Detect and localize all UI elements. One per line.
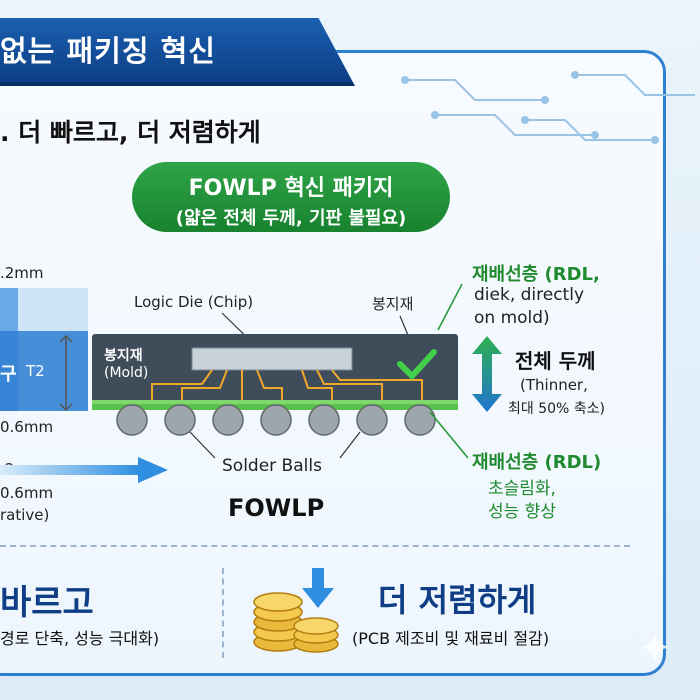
badge-subtitle: (얇은 전체 두께, 기판 불필요) xyxy=(175,208,407,229)
left-top-mm: .2mm xyxy=(0,264,44,282)
footer-right-sub: (PCB 제조비 및 재료비 절감) xyxy=(352,629,550,648)
coin-stack-icon xyxy=(253,568,339,653)
footer-divider xyxy=(222,568,224,658)
footer-left-title: 바르고 xyxy=(0,583,94,623)
circuit-decoration xyxy=(401,71,695,144)
compare-mm-2: 0.6mm xyxy=(0,484,54,502)
mold-label: (Mold) xyxy=(104,365,149,381)
solder-balls-label: Solder Balls xyxy=(222,456,322,476)
thickness-title: 전체 두께 xyxy=(515,349,596,373)
rdl-bottom-line-1: 재배선층 (RDL) xyxy=(472,452,602,473)
left-bottom-mm: 0.6mm xyxy=(0,418,54,436)
thickness-sub-2: 최대 50% 축소) xyxy=(508,401,605,417)
encapsulant-label: 봉지재 xyxy=(104,348,143,364)
rdl-top-line-1: 재배선층 (RDL, xyxy=(472,264,600,285)
sparkle-icon xyxy=(640,632,670,662)
left-glyph: 구 xyxy=(0,364,17,385)
footer-right-title: 더 저렴하게 xyxy=(378,581,537,619)
rdl-top-line-2: diek, directly xyxy=(474,285,585,305)
thickness-arrow-icon xyxy=(472,336,502,412)
t2-label: T2 xyxy=(26,362,45,380)
fowlp-package xyxy=(92,334,458,436)
thickness-sub-1: (Thinner, xyxy=(520,376,588,394)
transition-arrow-icon xyxy=(0,457,168,483)
page-subtitle: . 더 빠르고, 더 저렴하게 xyxy=(0,118,261,147)
rdl-bottom-line-2: 초슬림화, xyxy=(488,479,556,499)
t2-dimension xyxy=(59,334,73,412)
title-banner xyxy=(0,18,355,86)
section-divider xyxy=(0,545,630,547)
left-layer-c xyxy=(0,331,88,411)
compare-note: rative) xyxy=(0,506,50,524)
badge-title: FOWLP 혁신 패키지 xyxy=(188,176,394,201)
rdl-bottom-line-3: 성능 향상 xyxy=(488,502,556,522)
banner-title: 없는 패키징 혁신 xyxy=(0,34,216,68)
rdl-top-line-3: on mold) xyxy=(474,308,550,328)
fowlp-badge: FOWLP 혁신 패키지 (얇은 전체 두께, 기판 불필요) xyxy=(132,162,450,232)
left-package-block: 구 T2 xyxy=(0,288,88,411)
logic-die-label: Logic Die (Chip) xyxy=(134,293,254,311)
footer-left-sub: 경로 단축, 성능 극대화) xyxy=(0,629,160,648)
encapsulant-top-label: 봉지재 xyxy=(372,295,414,313)
fowlp-name: FOWLP xyxy=(228,494,325,522)
